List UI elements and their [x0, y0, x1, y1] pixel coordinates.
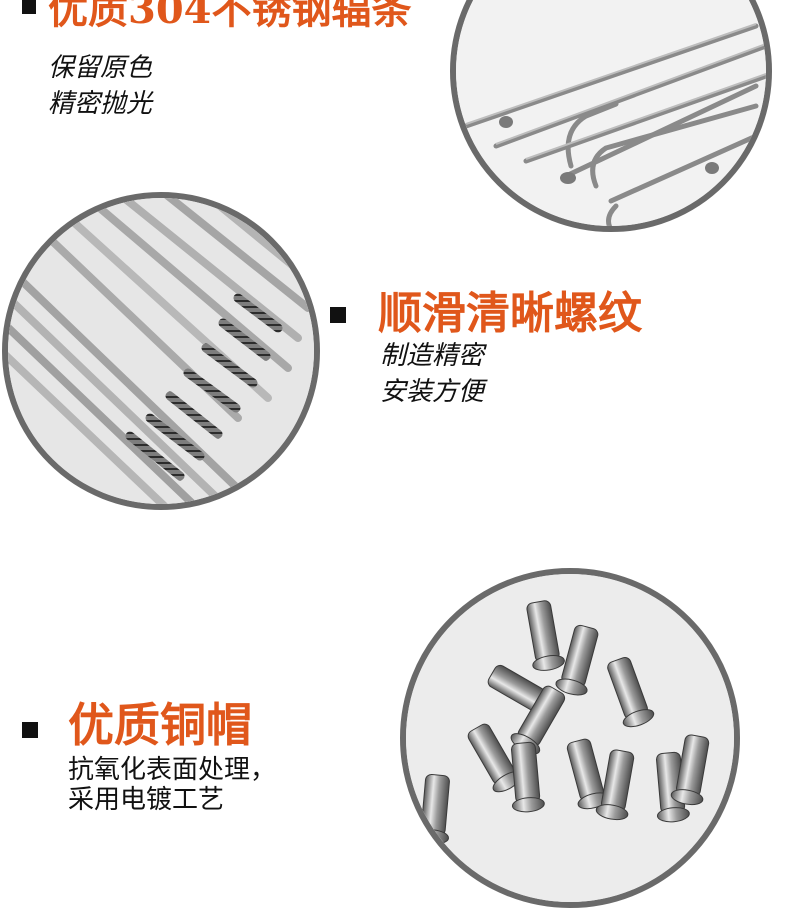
- section3-line-1: 抗氧化表面处理，: [68, 755, 277, 785]
- section2-title: 顺滑清晰螺纹: [378, 288, 642, 339]
- bullet-square-2: [330, 307, 346, 323]
- brass-nipples-illustration: [406, 574, 734, 902]
- bullet-square-3: [22, 722, 38, 738]
- section3-title: 优质铜帽: [68, 698, 252, 752]
- section2-line-1: 制造精密: [380, 341, 485, 371]
- threads-photo-circle: [2, 192, 320, 510]
- section1-title: 优质304不锈钢辐条: [48, 0, 412, 33]
- spokes-photo-circle: [450, 0, 772, 232]
- section1-line-1: 保留原色: [48, 53, 153, 83]
- spokes-illustration: [456, 0, 766, 226]
- bullet-square-1: [22, 0, 36, 14]
- section1-line-2: 精密抛光: [48, 89, 153, 119]
- section2-line-2: 安装方便: [380, 377, 485, 407]
- threaded-spokes-illustration: [8, 198, 314, 504]
- section3-line-2: 采用电镀工艺: [68, 785, 225, 815]
- nipples-photo-circle: [400, 568, 740, 908]
